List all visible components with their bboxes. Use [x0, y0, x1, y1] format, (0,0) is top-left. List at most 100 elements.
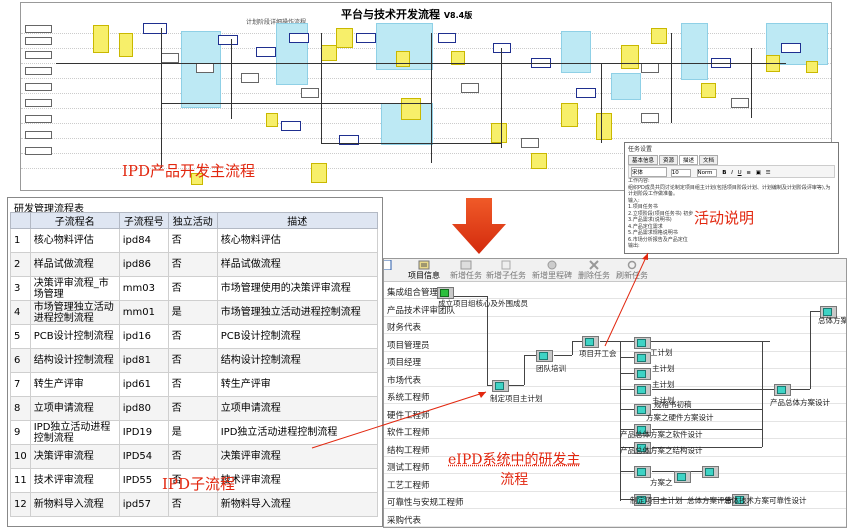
dialog-tabs: 基本信息资源描述文档	[628, 154, 719, 165]
lane-divider	[384, 368, 846, 369]
node-plan-2[interactable]	[634, 494, 651, 506]
node-plan-4[interactable]	[702, 466, 719, 478]
eipd-flow-caption: eIPD系统中的研发主 流程	[448, 450, 580, 490]
row-description: PCB设计控制流程	[216, 324, 378, 349]
row-process-name: 转生产评审	[29, 372, 120, 397]
node-plan-3[interactable]	[674, 471, 691, 483]
node-establish-team[interactable]	[437, 287, 454, 299]
node-hw-design[interactable]	[634, 424, 651, 436]
row-description: 决策评审流程	[216, 444, 378, 469]
row-index: 11	[10, 468, 31, 493]
eipd-caption-line2: 流程	[500, 472, 529, 488]
node-sub-4[interactable]	[634, 384, 651, 396]
italic-icon[interactable]: I	[731, 170, 733, 176]
font-size-select[interactable]: 10	[670, 169, 691, 177]
row-independent: 否	[167, 396, 218, 421]
toolbar-doc-button[interactable]	[384, 260, 394, 270]
font-select[interactable]: 宋体	[631, 167, 667, 177]
role-label: 系统工程师	[387, 393, 430, 403]
flow-title: 平台与技术开发流程 V8.4版	[341, 8, 473, 21]
add-task-button[interactable]: 新增任务	[448, 260, 484, 281]
dialog-text-line: 5.产品需求规格说明书	[628, 230, 678, 236]
refresh-icon	[627, 260, 637, 270]
lane-divider	[384, 385, 846, 387]
col-name-header: 子流程名	[29, 212, 120, 229]
row-description: IPD独立活动进程控制流程	[216, 420, 378, 445]
down-arrow-icon	[452, 198, 506, 254]
role-label: 结构工程师	[387, 445, 430, 456]
row-independent: 是	[167, 300, 218, 325]
tab-basic-info[interactable]: 基本信息	[628, 155, 659, 165]
row-process-name: 立项申请流程	[29, 396, 120, 421]
node-sw-design[interactable]	[634, 442, 651, 454]
add-subtask-button[interactable]: 新增子任务	[486, 260, 526, 281]
node-overall-design[interactable]	[774, 384, 791, 396]
dialog-description-text[interactable]: 工作内容:组织PD成员共同讨论制定项目组主计划(包括项目阶段计划、计划编制及计划…	[628, 178, 833, 248]
node-spec-draft-label: 规格书初稿	[654, 400, 692, 409]
tab-resources[interactable]: 资源	[659, 155, 679, 165]
role-label: 工艺工程师	[387, 480, 430, 491]
align-icon[interactable]: ≡	[746, 170, 751, 176]
tab-description[interactable]: 描述	[679, 155, 699, 165]
row-process-name: 市场管理独立活动进程控制流程	[29, 300, 120, 325]
process-table-title: 研发管理流程表	[14, 204, 84, 215]
node-reliability[interactable]	[732, 494, 749, 506]
image-icon[interactable]: ▣	[755, 170, 761, 176]
role-label: 硬件工程师	[387, 410, 430, 421]
node-overall-plan-label: 总体方案	[818, 316, 847, 325]
row-independent: 否	[167, 228, 218, 253]
underline-icon[interactable]: U	[737, 170, 742, 176]
row-independent: 否	[167, 492, 218, 517]
list-icon[interactable]: ☰	[765, 170, 771, 176]
lane-divider	[384, 508, 846, 509]
row-independent: 否	[167, 444, 218, 469]
row-index: 12	[10, 492, 31, 517]
lane-divider	[384, 490, 846, 492]
node-sub-2[interactable]	[634, 352, 651, 364]
node-project-plan-label: 制定项目主计划	[490, 394, 543, 403]
node-sub-3[interactable]	[634, 368, 651, 380]
node-sub-5[interactable]	[634, 466, 651, 478]
role-label: 市场代表	[387, 375, 422, 386]
row-process-code: mm01	[118, 300, 169, 325]
add-milestone-button[interactable]: 新增里程碑	[530, 260, 574, 281]
node-sub-1[interactable]	[634, 337, 651, 349]
dialog-text-line: 输出:	[628, 243, 640, 248]
tab-documents[interactable]: 文档	[699, 155, 719, 165]
flow-subtitle: 计划阶段详细操作流程	[246, 17, 306, 26]
project-info-button[interactable]: 项目信息	[406, 260, 442, 281]
row-process-name: 技术评审流程	[29, 468, 120, 493]
ipd-main-flow-caption: IPD产品开发主流程	[122, 162, 256, 180]
node-sub-2-label: 主计划	[652, 364, 675, 373]
node-team-training[interactable]	[536, 350, 553, 362]
delete-task-button[interactable]: 删除任务	[576, 260, 612, 281]
node-spec-draft[interactable]	[634, 404, 651, 416]
style-select[interactable]: Norm	[696, 169, 717, 177]
refresh-task-button[interactable]: 刷新任务	[614, 260, 650, 281]
row-process-code: IPD54	[118, 444, 169, 469]
node-reliability-label: 总体技术方案可靠性设计	[724, 496, 807, 505]
row-process-name: PCB设计控制流程	[29, 324, 120, 349]
row-process-code: ipd61	[118, 372, 169, 397]
node-kickoff[interactable]	[582, 336, 599, 348]
bold-icon[interactable]: B	[722, 170, 727, 176]
dialog-title: 任务设置	[628, 146, 653, 153]
node-overall-plan[interactable]	[820, 306, 837, 318]
row-description: 技术评审流程	[216, 468, 378, 493]
row-process-code: ipd81	[118, 348, 169, 373]
node-project-plan[interactable]	[492, 380, 509, 392]
row-process-name: 结构设计控制流程	[29, 348, 120, 373]
row-process-code: ipd86	[118, 252, 169, 277]
